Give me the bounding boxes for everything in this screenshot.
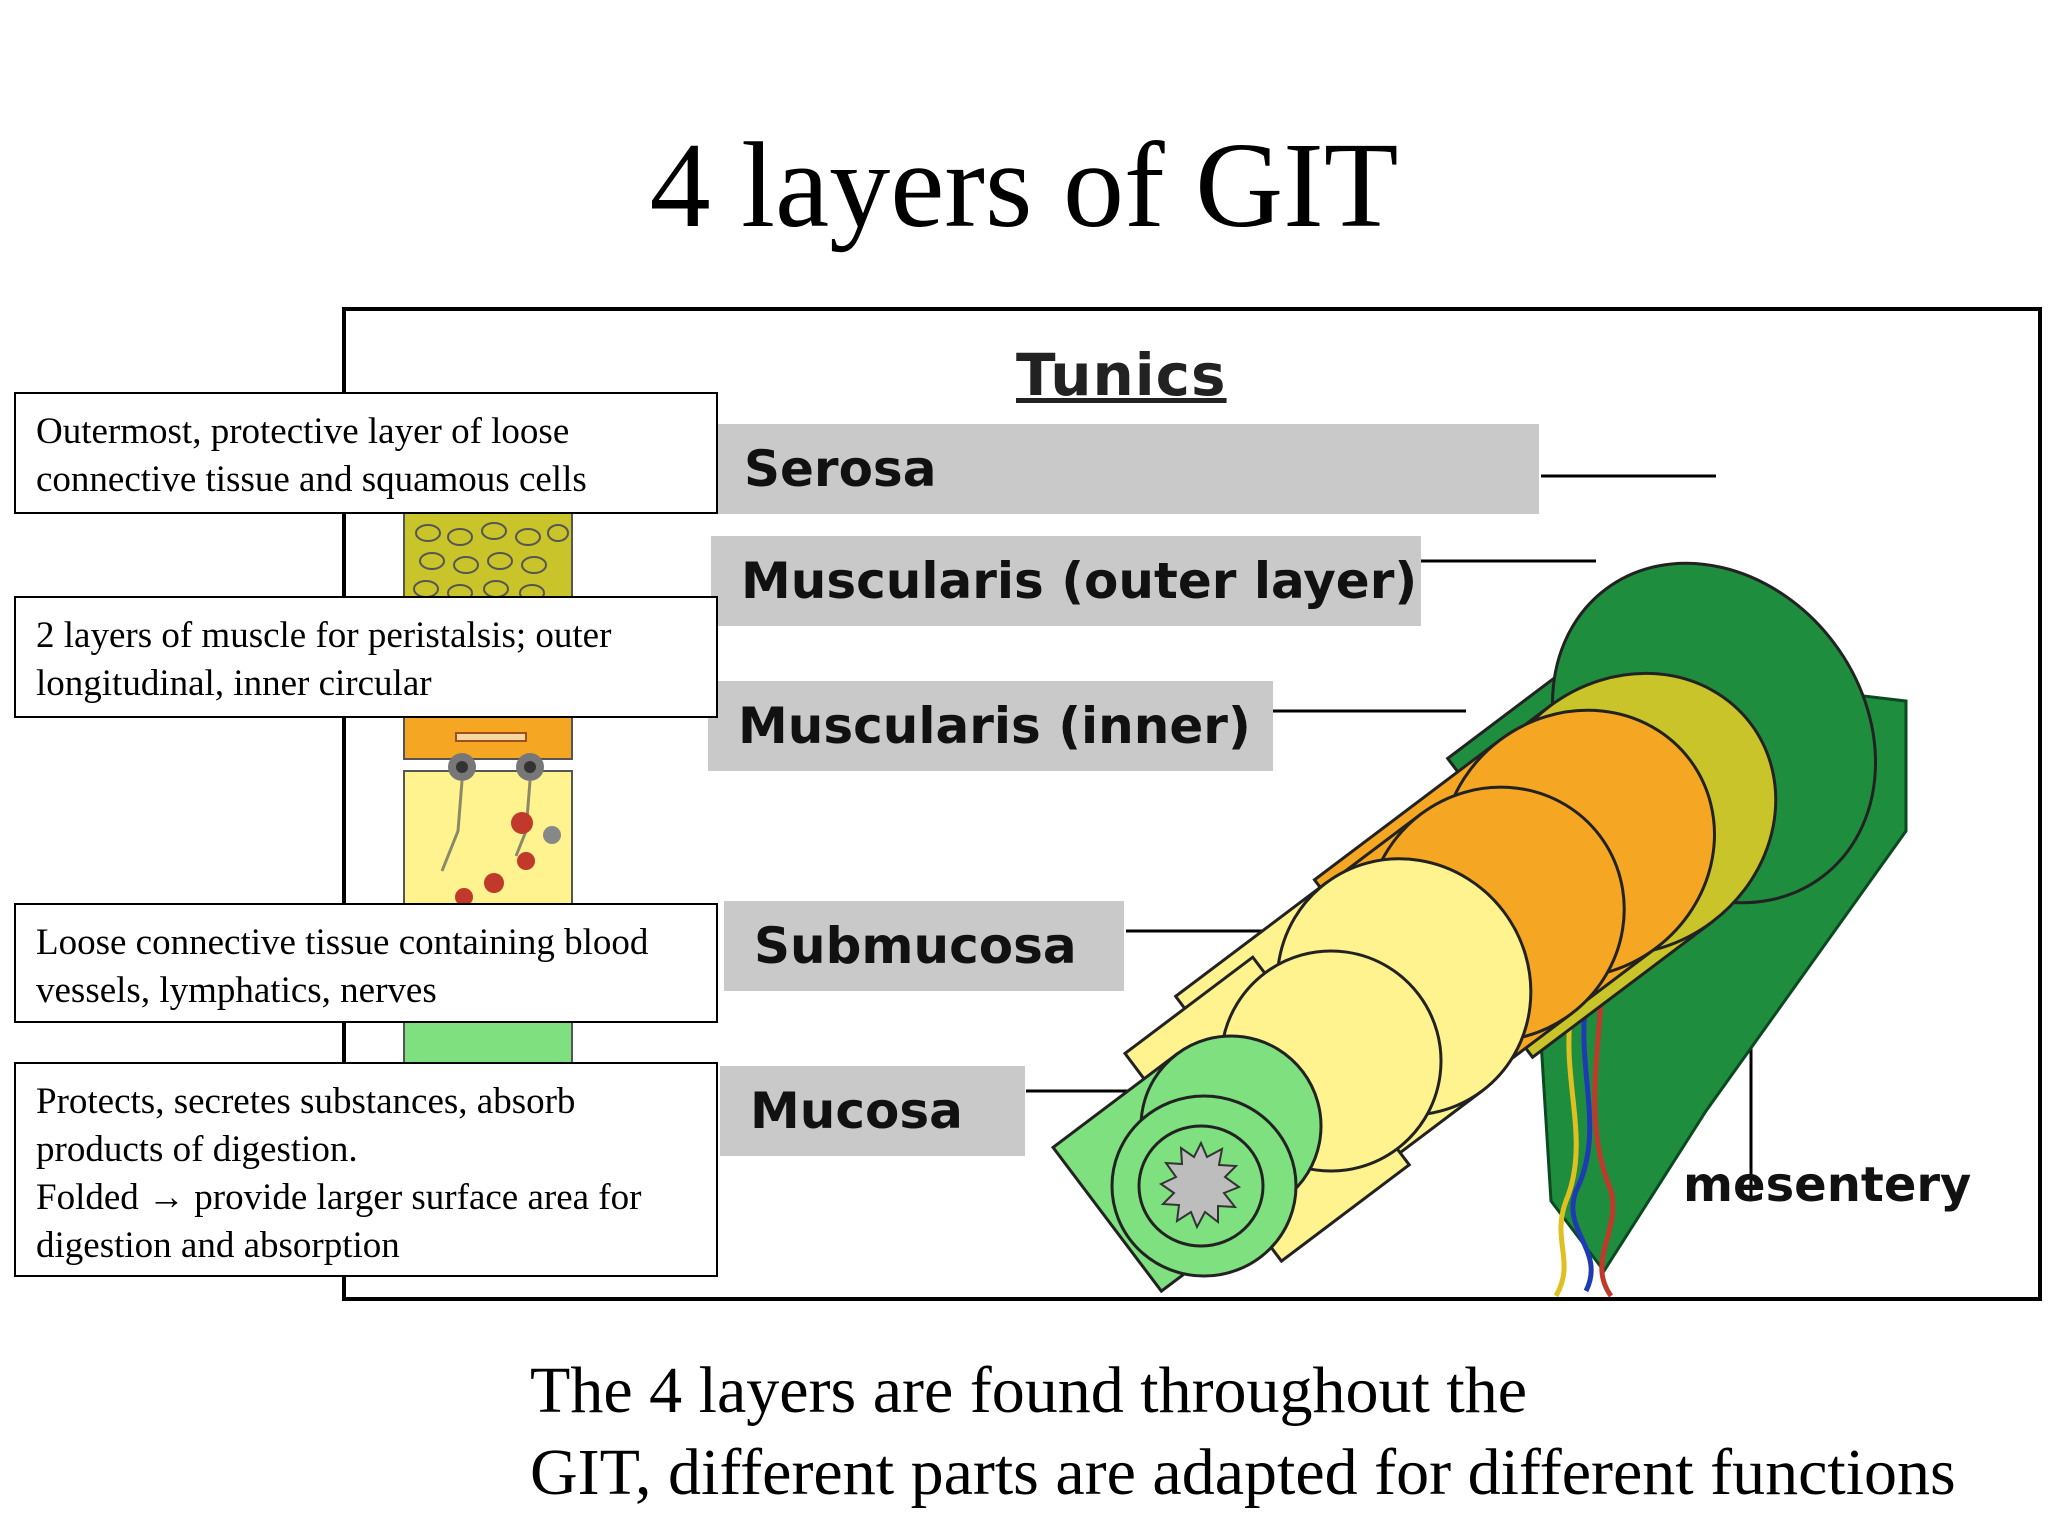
description-line: vessels, lymphatics, nerves bbox=[36, 970, 437, 1011]
label-submucosa: Submucosa bbox=[724, 901, 1124, 991]
description-line: Protects, secretes substances, absorb bbox=[36, 1081, 576, 1122]
description-muscularis: 2 layers of muscle for peristalsis; oute… bbox=[14, 596, 718, 718]
description-line: Outermost, protective layer of loose bbox=[36, 411, 570, 452]
description-mucosa: Protects, secretes substances, absorb pr… bbox=[14, 1062, 718, 1277]
tunics-diagram: Tunics Serosa Muscularis (outer layer) M… bbox=[342, 307, 2042, 1301]
footer-line: GIT, different parts are adapted for dif… bbox=[530, 1436, 1956, 1509]
label-muscularis-inner: Muscularis (inner) bbox=[708, 681, 1273, 771]
label-mucosa: Mucosa bbox=[720, 1066, 1025, 1156]
description-line: 2 layers of muscle for peristalsis; oute… bbox=[36, 615, 612, 656]
label-muscularis-outer: Muscularis (outer layer) bbox=[711, 536, 1421, 626]
footer-text: The 4 layers are found throughout the GI… bbox=[530, 1350, 1956, 1514]
tube-layers bbox=[1050, 561, 1878, 1294]
description-submucosa: Loose connective tissue containing blood… bbox=[14, 903, 718, 1023]
gi-tube-illustration bbox=[403, 474, 1908, 1297]
footer-line: The 4 layers are found throughout the bbox=[530, 1354, 1528, 1427]
description-line: digestion and absorption bbox=[36, 1225, 400, 1266]
diagram-heading: Tunics bbox=[1016, 341, 1227, 409]
description-line: longitudinal, inner circular bbox=[36, 663, 432, 704]
description-serosa: Outermost, protective layer of loose con… bbox=[14, 392, 718, 514]
slide-title: 4 layers of GIT bbox=[649, 118, 1399, 253]
description-line: connective tissue and squamous cells bbox=[36, 459, 587, 500]
label-mesentery: mesentery bbox=[1683, 1157, 1972, 1213]
label-serosa: Serosa bbox=[714, 424, 1539, 514]
description-line: Loose connective tissue containing blood bbox=[36, 922, 649, 963]
description-line: Folded → provide larger surface area for bbox=[36, 1177, 642, 1218]
description-line: products of digestion. bbox=[36, 1129, 358, 1170]
mesentery-vessels bbox=[1553, 1000, 1616, 1297]
